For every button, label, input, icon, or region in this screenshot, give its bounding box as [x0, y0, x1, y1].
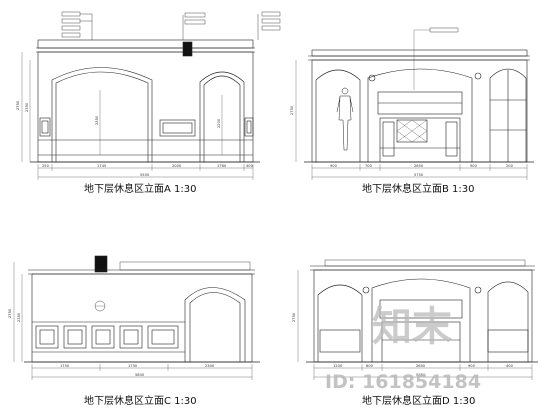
- height-dim-text: 2350: [25, 102, 29, 112]
- height-dim-text: 2750: [16, 100, 20, 110]
- bottom-dim-text: 400: [246, 164, 254, 168]
- overall-dim-text: 5500: [140, 173, 150, 177]
- bottom-dim-text: 900: [330, 164, 338, 168]
- bottom-dim-text: 1745: [97, 164, 106, 168]
- bottom-dim-text: 250: [42, 164, 50, 168]
- dark-pillar-cap: [182, 41, 193, 57]
- elevation-a-dims: 2750 2350 2350 2200 250 1745 2000 1760 4…: [16, 100, 254, 195]
- bottom-dim-text: 1750: [60, 364, 70, 368]
- dark-pillar-cap: [94, 255, 108, 273]
- bottom-dim-text: 200: [506, 164, 514, 168]
- elevation-caption: 地下层休息区立面B 1:30: [362, 182, 475, 195]
- bottom-dim-text: 2650: [414, 164, 424, 168]
- elevation-c-dims: 2750 2350 1750 1750 2300 5800 地下层休息区立面C …: [8, 308, 215, 407]
- elevation-b-dims: 2750 900 700 2650 900 200 5750 地下层休息区立面B…: [290, 105, 514, 195]
- watermark: 知末 ID: 161854184: [325, 304, 481, 393]
- inner-dim-text: 2200: [217, 118, 221, 128]
- human-figure: [336, 87, 354, 151]
- elevation-d-dims: 2750 1200 600 2650 900 400 5750 地下层休息区立面…: [292, 312, 514, 407]
- bottom-dim-text: 900: [468, 364, 476, 368]
- overall-dim-text: 5750: [414, 173, 424, 177]
- bottom-dim-text: 600: [366, 364, 374, 368]
- elevation-caption: 地下层休息区立面A 1:30: [84, 182, 196, 195]
- bottom-dim-text: 2000: [172, 164, 182, 168]
- watermark-logo-text: 知末: [372, 304, 452, 350]
- height-dim-text: 2350: [17, 312, 21, 322]
- bottom-dim-text: 900: [470, 164, 478, 168]
- bottom-dim-text: 400: [506, 364, 514, 368]
- elevation-b: [295, 27, 534, 180]
- height-dim-text: 2750: [292, 312, 296, 322]
- elevation-c: [13, 255, 260, 380]
- bottom-dim-text: 2300: [205, 364, 215, 368]
- inner-dim-text: 2350: [95, 115, 99, 125]
- overall-dim-text: 5750: [416, 373, 426, 377]
- elevation-caption: 地下层休息区立面C 1:30: [84, 394, 197, 407]
- height-dim-text: 2750: [8, 308, 12, 318]
- elevation-a: [21, 11, 281, 180]
- elevation-d: [297, 259, 538, 380]
- bottom-dim-text: 1200: [333, 364, 343, 368]
- callout-tags: [61, 11, 281, 40]
- overall-dim-text: 5800: [135, 373, 145, 377]
- height-dim-text: 2750: [290, 105, 294, 115]
- watermark-id-text: ID: 161854184: [325, 371, 481, 393]
- bottom-dim-text: 1750: [128, 364, 138, 368]
- elevation-caption: 地下层休息区立面D 1:30: [362, 394, 475, 407]
- bottom-dim-text: 1760: [217, 164, 227, 168]
- bottom-dim-text: 700: [365, 164, 373, 168]
- bottom-dim-text: 2650: [416, 364, 426, 368]
